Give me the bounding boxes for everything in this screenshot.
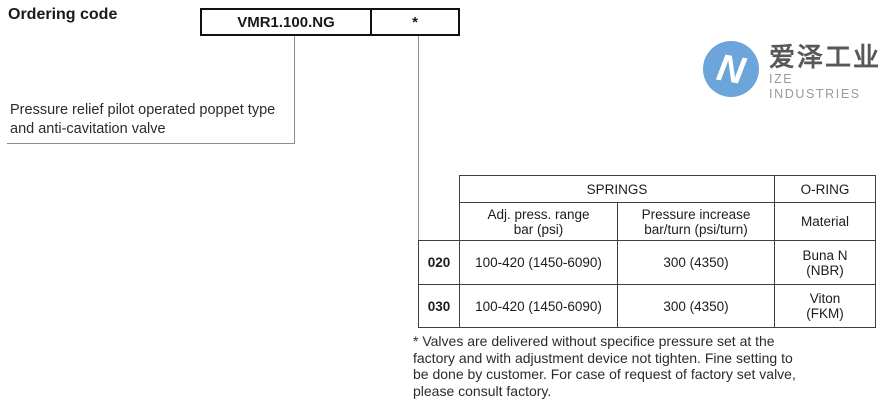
table-subheader-adj-press-range: Adj. press. range bar (psi) bbox=[459, 202, 618, 241]
springs-oring-table: SPRINGS O-RING Adj. press. range bar (ps… bbox=[418, 175, 876, 328]
footnote-line: please consult factory. bbox=[413, 382, 552, 399]
logo-chinese-name: 爱泽工业 bbox=[769, 41, 882, 72]
footnote-line: be done by customer. For case of request… bbox=[413, 366, 796, 382]
logo-text: 爱泽工业 IZE INDUSTRIES bbox=[769, 42, 885, 102]
table-row: 020 100-420 (1450-6090) 300 (4350) Buna … bbox=[418, 240, 876, 285]
ize-n-circle-icon: N bbox=[702, 40, 760, 103]
row-adj-press-range: 100-420 (1450-6090) bbox=[459, 284, 618, 328]
valve-description-line1: Pressure relief pilot operated poppet ty… bbox=[10, 102, 276, 118]
table-header-springs: SPRINGS bbox=[459, 175, 775, 203]
table-subheader-pressure-increase: Pressure increase bar/turn (psi/turn) bbox=[617, 202, 775, 241]
table-ghost-cell bbox=[419, 203, 460, 241]
table-subheader-material: Material bbox=[774, 202, 876, 241]
table-header-oring: O-RING bbox=[774, 175, 876, 203]
footnote-line: factory and with adjustment device not t… bbox=[413, 349, 793, 366]
table-ghost-cell bbox=[419, 176, 460, 203]
row-pressure-increase: 300 (4350) bbox=[617, 284, 775, 328]
connector-line-option-vertical bbox=[418, 36, 419, 240]
row-material: Buna N (NBR) bbox=[774, 240, 876, 285]
valve-description: Pressure relief pilot operated poppet ty… bbox=[10, 101, 275, 139]
company-logo: N 爱泽工业 IZE INDUSTRIES bbox=[702, 40, 885, 103]
row-code: 020 bbox=[418, 240, 460, 285]
row-material: Viton (FKM) bbox=[774, 284, 876, 328]
row-code: 030 bbox=[418, 284, 460, 328]
footnote: * Valves are delivered without specifice… bbox=[413, 333, 796, 399]
row-adj-press-range: 100-420 (1450-6090) bbox=[459, 240, 618, 285]
row-pressure-increase: 300 (4350) bbox=[617, 240, 775, 285]
valve-description-line2: and anti-cavitation valve bbox=[10, 121, 166, 137]
footnote-line: * Valves are delivered without specifice… bbox=[413, 333, 775, 349]
connector-line-model-vertical bbox=[294, 36, 295, 143]
option-code-box: * bbox=[370, 8, 460, 36]
connector-line-description-underline bbox=[7, 143, 295, 144]
table-row: 030 100-420 (1450-6090) 300 (4350) Viton… bbox=[418, 284, 876, 328]
ordering-code-boxes: VMR1.100.NG * bbox=[200, 8, 460, 36]
model-code-box: VMR1.100.NG bbox=[200, 8, 372, 36]
logo-english-name: IZE INDUSTRIES bbox=[769, 71, 861, 101]
page-title: Ordering code bbox=[8, 6, 118, 23]
